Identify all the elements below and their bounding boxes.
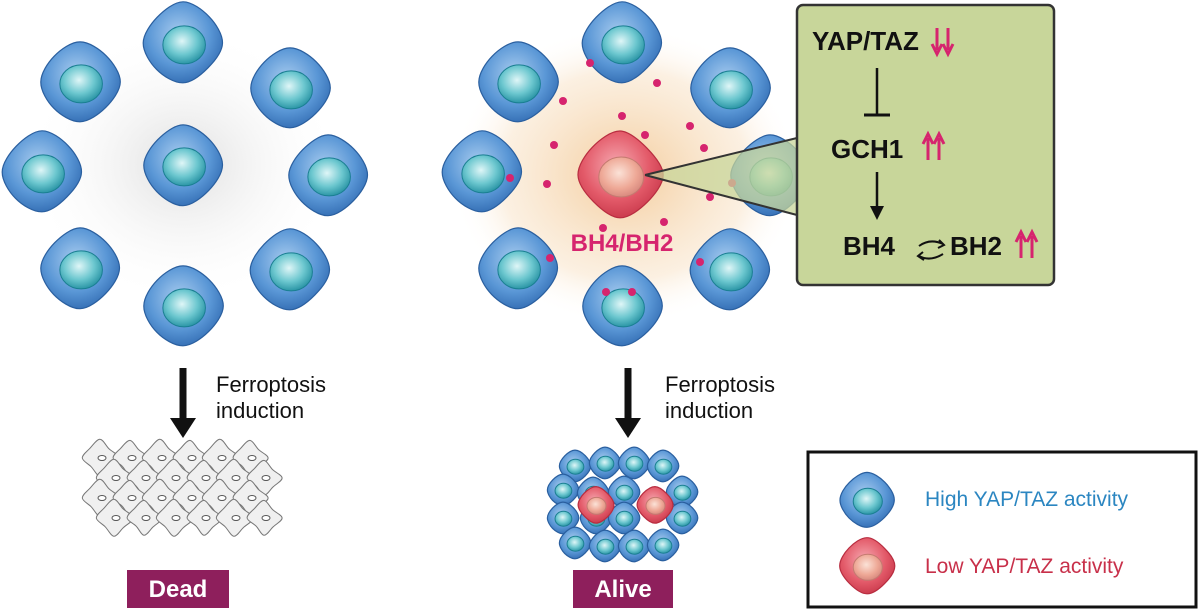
gch1-up-arrows-icon (921, 130, 946, 160)
inhibition-icon (864, 68, 890, 117)
metabolite-dot (653, 79, 661, 87)
metabolite-dot (618, 112, 626, 120)
metabolite-dot (599, 224, 607, 232)
blue-cell (558, 526, 592, 560)
pathway-gch1: GCH1 (831, 134, 903, 164)
left-arrow: Ferroptosis induction (170, 368, 326, 438)
right-cluster: BH4/BH2 (441, 1, 811, 347)
metabolite-dot (602, 288, 610, 296)
metabolite-dot (559, 97, 567, 105)
blue-cell (249, 228, 331, 311)
alive-label-text: Alive (594, 576, 651, 603)
pathway-box (795, 3, 1056, 287)
blue-cell (558, 449, 592, 483)
pathway-callout: YAP/TAZ GCH1 BH4 BH2 (644, 3, 1056, 287)
blue-cell (617, 446, 651, 480)
pathway-bh4: BH4 (843, 231, 896, 261)
left-arrow-label-line1: Ferroptosis (216, 372, 326, 397)
right-arrow: Ferroptosis induction (615, 368, 775, 438)
metabolite-dot (506, 174, 514, 182)
pathway-bh2: BH2 (950, 231, 1002, 261)
dead-label-text: Dead (149, 576, 208, 603)
bh2-up-arrows-icon (1014, 228, 1039, 258)
dead-cells-illustration (81, 438, 283, 537)
dead-cell (186, 499, 223, 536)
blue-cell (478, 227, 559, 310)
metabolite-dot (696, 258, 704, 266)
blue-cell (588, 529, 622, 563)
blue-cell (582, 265, 663, 347)
dead-cell (95, 498, 135, 537)
metabolite-dot (543, 180, 551, 188)
red-cell (577, 130, 664, 219)
metabolite-dot (586, 59, 594, 67)
blue-cell (1, 130, 83, 213)
legend-low-label: Low YAP/TAZ activity (925, 555, 1124, 578)
blue-cell (40, 41, 121, 123)
metabolite-dot (628, 288, 636, 296)
blue-cell (617, 529, 651, 563)
callout-pointer-line-bottom (644, 174, 798, 216)
blue-cell (143, 265, 224, 347)
metabolite-dot (700, 144, 708, 152)
red-cell (636, 485, 674, 524)
metabolite-dot (550, 141, 558, 149)
blue-cell (646, 528, 680, 562)
blue-cell (142, 1, 224, 84)
blue-cell (288, 134, 369, 217)
legend-high-label: High YAP/TAZ activity (925, 488, 1129, 511)
right-arrow-label-line1: Ferroptosis (665, 372, 775, 397)
right-arrow-label-line2: induction (665, 398, 753, 423)
legend: High YAP/TAZ activity Low YAP/TAZ activi… (806, 450, 1198, 609)
yaptaz-down-arrows-icon (930, 28, 955, 58)
legend-blue-cell-icon (839, 471, 895, 528)
dead-cell (246, 499, 283, 536)
dead-cell (215, 498, 255, 537)
blue-cell (588, 446, 622, 480)
activation-arrow-icon (870, 172, 884, 220)
metabolite-dot (546, 254, 554, 262)
blue-cell (665, 475, 699, 509)
alive-cells-illustration (546, 446, 699, 563)
blue-cell (690, 47, 771, 129)
callout-pointer-fill (645, 138, 797, 215)
red-cell (577, 485, 615, 524)
blue-cell (546, 501, 580, 535)
blue-cell (40, 227, 121, 310)
dead-cell (81, 438, 121, 477)
left-arrow-label-line2: induction (216, 398, 304, 423)
blue-cell (250, 47, 331, 129)
metabolite-dot (641, 131, 649, 139)
blue-cell (441, 130, 523, 213)
dead-cell (126, 499, 163, 536)
blue-cell (665, 501, 699, 535)
legend-red-cell-icon (839, 537, 896, 595)
blue-cell (143, 124, 224, 207)
blue-cell (689, 228, 771, 311)
metabolite-label: BH4/BH2 (571, 230, 674, 257)
metabolite-dot (660, 218, 668, 226)
blue-cell (581, 1, 663, 84)
interconversion-icon (916, 239, 946, 261)
metabolite-dot (706, 193, 714, 201)
left-cluster (1, 1, 369, 347)
blue-cell (478, 41, 559, 123)
callout-pointer-line-top (644, 137, 798, 176)
pathway-yaptaz: YAP/TAZ (812, 26, 919, 56)
alive-label: Alive (573, 570, 673, 608)
dead-cell (155, 498, 195, 537)
blue-cell (546, 473, 580, 507)
dead-label: Dead (127, 570, 229, 608)
metabolite-dot (686, 122, 694, 130)
blue-cell (646, 449, 680, 483)
dead-cell (201, 478, 241, 517)
